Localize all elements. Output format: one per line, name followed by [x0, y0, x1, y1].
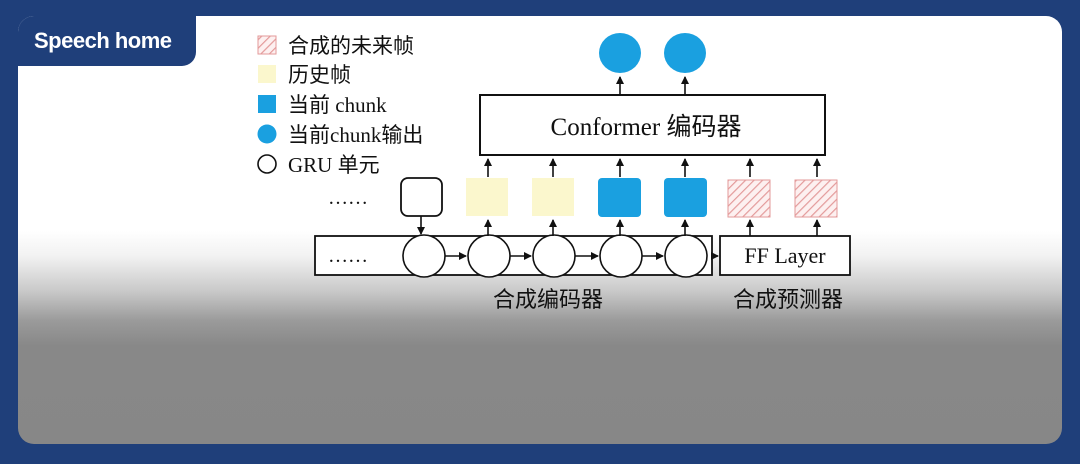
yellow-square-icon	[258, 65, 276, 83]
legend: 合成的未来帧 历史帧 当前 chunk 当前chunk输出 GRU 单元	[257, 34, 423, 177]
conformer-label: Conformer 编码器	[551, 113, 742, 141]
legend-label-current-chunk: 当前 chunk	[288, 93, 387, 117]
gru-cell	[599, 234, 643, 278]
outputs	[599, 33, 706, 95]
current-chunk-frame	[664, 178, 707, 217]
content-panel: Speech home	[18, 16, 1062, 444]
speechhome-watermark: Speech home	[18, 16, 196, 66]
legend-label-history: 历史帧	[288, 63, 351, 87]
legend-label-gru-unit: GRU 单元	[288, 153, 380, 177]
encoder-input-arrows	[484, 158, 821, 177]
hatched-square-icon	[257, 35, 277, 55]
synthesis-encoder: …… 合成编码器	[314, 234, 713, 312]
gru-cell	[532, 234, 576, 278]
gru-cell	[664, 234, 708, 278]
history-frame	[532, 178, 574, 216]
gru-cell	[467, 234, 511, 278]
conformer-box	[479, 94, 826, 156]
blue-circle-icon	[257, 124, 277, 144]
ff-layer-label: FF Layer	[744, 243, 826, 268]
current-chunk-frame	[598, 178, 641, 217]
bottom-ellipsis: ……	[328, 245, 368, 267]
history-frame	[466, 178, 508, 216]
gru-output-arrows	[484, 219, 689, 236]
ff-layer-box	[719, 235, 851, 276]
synth-future-frame	[727, 179, 771, 218]
gru-input-frame	[400, 177, 443, 217]
synth-encoder-caption: 合成编码器	[493, 287, 603, 312]
gru-cell	[402, 234, 446, 278]
legend-label-chunk-output: 当前chunk输出	[288, 123, 423, 147]
synth-future-frame	[794, 179, 838, 218]
output-circle	[664, 33, 706, 73]
synthesis-predictor: FF Layer 合成预测器	[719, 219, 851, 312]
blue-square-icon	[258, 95, 276, 113]
synth-predictor-caption: 合成预测器	[733, 287, 843, 312]
conformer-encoder: Conformer 编码器	[479, 94, 826, 156]
output-circle	[599, 33, 641, 73]
legend-label-synth-future: 合成的未来帧	[288, 34, 414, 58]
top-ellipsis: ……	[328, 187, 368, 209]
frame-row: ……	[328, 177, 838, 218]
circle-outline-icon	[257, 154, 277, 174]
